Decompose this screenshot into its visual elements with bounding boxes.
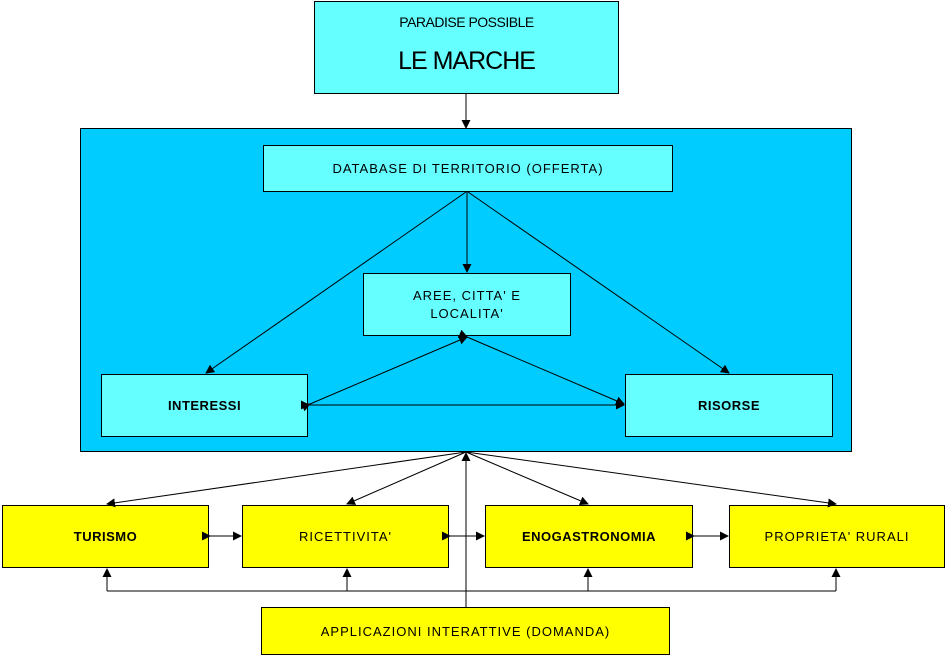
arrow-hub-to-enogastronomia	[465, 451, 589, 506]
title-big: LE MARCHE	[398, 47, 536, 75]
arrow-hub-to-turismo	[106, 451, 467, 508]
title-small: PARADISE POSSIBLE	[399, 14, 534, 30]
proprieta-box: PROPRIETA' RURALI	[729, 505, 945, 568]
turismo-box: TURISMO	[2, 505, 209, 568]
interessi-box: INTERESSI	[101, 374, 308, 437]
arrow-aree-risorse	[457, 329, 625, 405]
arrow-hub-to-proprieta	[465, 451, 837, 508]
arrow-database-to-interessi	[205, 191, 467, 374]
title-box: PARADISE POSSIBLE LE MARCHE	[314, 1, 619, 94]
arrow-database-to-risorse	[467, 191, 730, 374]
risorse-box: RISORSE	[625, 374, 833, 437]
database-box: DATABASE DI TERRITORIO (OFFERTA)	[263, 145, 673, 192]
aree-line-2: LOCALITA'	[430, 306, 504, 321]
aree-box: AREE, CITTA' E LOCALITA'	[363, 273, 571, 336]
arrow-interessi-aree	[300, 336, 468, 412]
ricettivita-box: RICETTIVITA'	[242, 505, 449, 568]
applicazioni-box: APPLICAZIONI INTERATTIVE (DOMANDA)	[261, 607, 670, 655]
aree-line-1: AREE, CITTA' E	[413, 288, 521, 303]
arrow-hub-to-ricettivita	[346, 451, 467, 505]
enogastronomia-box: ENOGASTRONOMIA	[485, 505, 693, 568]
